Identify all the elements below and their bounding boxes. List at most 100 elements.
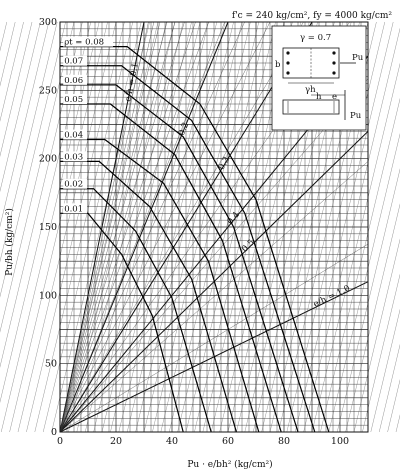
x-tick-label: 80	[278, 436, 290, 447]
hatch-line	[353, 238, 400, 433]
rho-curve-label: 0.02	[64, 180, 83, 190]
eh-minor-line	[59, 78, 369, 433]
eh-minor-line	[59, 21, 304, 433]
rho-label-background	[63, 55, 87, 66]
hatch-line	[76, 21, 175, 433]
hatch-line	[345, 203, 400, 433]
rho-curve	[60, 103, 282, 433]
hatch-line	[9, 21, 108, 433]
hatch-line	[0, 21, 83, 368]
hatch-line	[169, 21, 268, 433]
eh-line	[59, 21, 229, 433]
x-tick-label: 100	[331, 436, 349, 447]
hatch-line	[395, 414, 400, 433]
inset-b-label: b	[275, 60, 281, 70]
hatch-line	[0, 21, 24, 122]
inset-pu-label-bottom: Pu	[350, 111, 362, 121]
eh-minor-line	[59, 21, 176, 433]
eh-minor-line	[59, 21, 161, 433]
hatch-line	[93, 21, 192, 433]
hatch-line	[59, 21, 159, 433]
hatch-line	[295, 21, 394, 433]
hatch-line	[17, 21, 117, 433]
hatch-line	[303, 28, 400, 433]
eh-minor-line	[59, 21, 185, 433]
eh-minor-line	[59, 21, 155, 433]
hatch-line	[0, 21, 66, 298]
rho-label-background	[63, 203, 87, 214]
eh-minor-line	[59, 21, 209, 433]
hatch-line	[110, 21, 209, 433]
rho-label-background	[63, 94, 87, 104]
y-tick-label: 150	[39, 222, 57, 233]
eh-minor-line	[59, 21, 149, 433]
hatch-line	[0, 21, 33, 157]
rho-label-background	[63, 36, 113, 47]
x-tick-label: 20	[110, 436, 122, 447]
x-axis-label: Pu · e/bh² (kg/cm²)	[187, 459, 272, 470]
hatch-line	[311, 63, 400, 433]
hatch-line	[1, 21, 100, 433]
hatch-line	[34, 21, 133, 433]
y-tick-label: 300	[39, 17, 57, 28]
plot-frame	[59, 21, 369, 433]
y-tick-label: 100	[39, 290, 57, 301]
rho-curve-label: 0.07	[64, 57, 83, 67]
hatch-line	[101, 21, 201, 433]
inset-e-label: e	[332, 92, 337, 102]
hatch-line	[0, 21, 49, 227]
y-tick-label: 200	[39, 154, 57, 165]
hatch-line	[370, 309, 400, 433]
chart-title: f'c = 240 kg/cm², fy = 4000 kg/cm²	[232, 11, 393, 21]
hatch-line	[177, 21, 276, 433]
hatch-line	[0, 21, 41, 192]
x-tick-label: 0	[57, 436, 63, 447]
hatch-line	[135, 21, 234, 433]
hatch-line	[379, 344, 400, 433]
rho-curve-label: 0.05	[64, 95, 83, 105]
eh-minor-line	[59, 21, 225, 433]
hatch-line	[51, 21, 150, 433]
rho-curve-label: 0.04	[64, 131, 83, 141]
hatch-line	[143, 21, 243, 433]
hatch-line	[185, 21, 285, 433]
inset-h-label: h	[316, 92, 322, 102]
hatch-line	[337, 168, 400, 433]
rho-curve	[60, 84, 299, 433]
inset-gamma-label: γ = 0.7	[300, 33, 331, 43]
hatch-line	[127, 21, 226, 433]
hatch-line	[0, 21, 91, 403]
eh-minor-line	[59, 21, 168, 433]
eh-minor-line	[59, 21, 245, 433]
eh-minor-line	[59, 243, 369, 433]
x-tick-label: 60	[222, 436, 234, 447]
hatch-line	[320, 98, 400, 433]
hatch-line	[328, 133, 400, 433]
inset-pu-label-top: Pu	[352, 53, 364, 63]
y-tick-label: 0	[51, 427, 57, 438]
rho-label-background	[63, 74, 87, 85]
eh-line-label: 0.2	[177, 121, 191, 137]
section-inset: γ = 0.7 b Pu γh h e Pu	[271, 25, 367, 131]
rho-label-background	[63, 151, 87, 162]
rho-curve	[60, 138, 260, 433]
rho-curve-label: 0.01	[64, 204, 83, 214]
eh-line	[59, 21, 145, 433]
y-axis-ticks: 0 50 100 150 200 250 300	[39, 17, 57, 438]
rho-curve-label: 0.06	[64, 76, 83, 86]
y-axis-label: Pu/bh (kg/cm²)	[4, 208, 15, 276]
rho-label-background	[63, 178, 87, 189]
inset-gamma-h-label: γh	[305, 85, 316, 95]
eh-minor-line	[59, 21, 271, 433]
y-tick-label: 250	[39, 85, 57, 96]
hatch-line	[0, 21, 75, 333]
hatch-line	[160, 21, 259, 433]
rho-curve	[60, 65, 316, 433]
hatch-line	[152, 21, 251, 433]
eh-minor-line	[59, 21, 196, 433]
eh-line-label: e/h = 1.0	[312, 283, 352, 309]
y-tick-label: 50	[45, 359, 57, 370]
eh-minor-line	[59, 161, 369, 433]
